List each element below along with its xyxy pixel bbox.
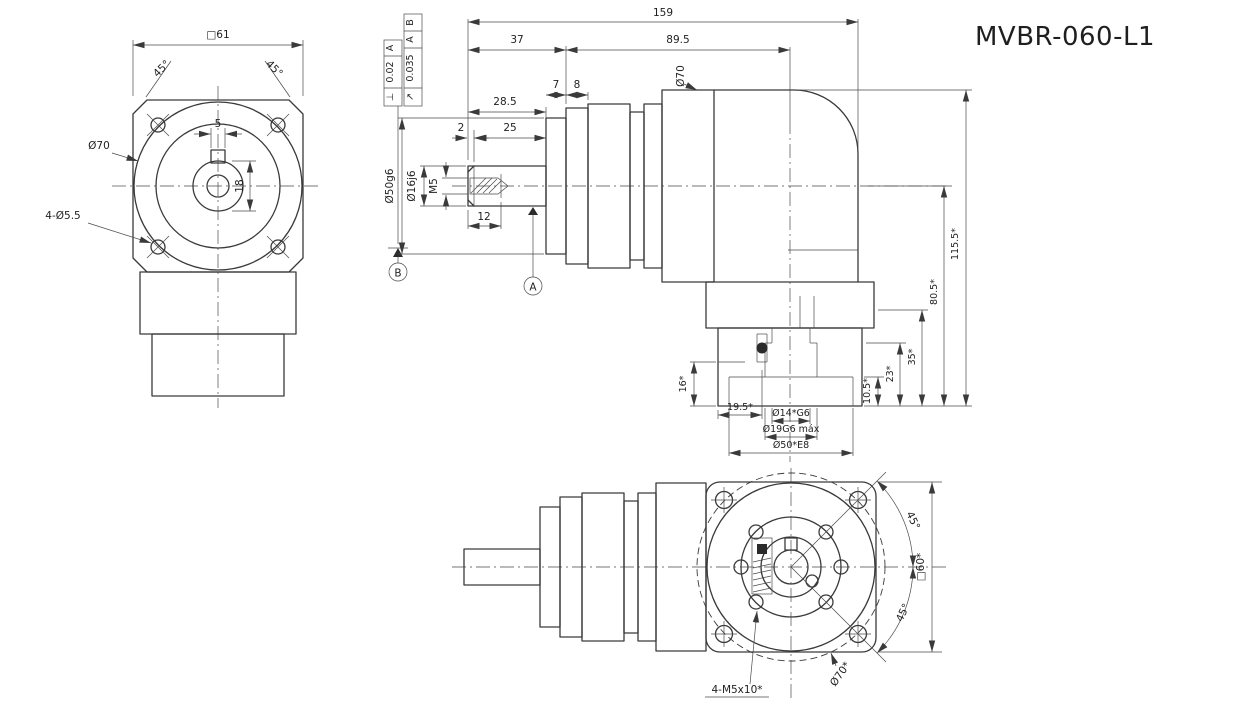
flange-corner-hole-tl: [711, 487, 737, 513]
dim-height-23: 23*: [885, 365, 896, 382]
tolerance-frame-perpendicularity: A 0.02 ⊥: [383, 39, 403, 107]
front-corner-hole-tr: [266, 113, 290, 137]
motor-hole-ne: [818, 524, 834, 540]
motor-hole-e: [833, 559, 849, 575]
carrier-circle: [740, 516, 842, 618]
output-flange-face: [705, 481, 877, 653]
dim-bore-50: Ø50*E8: [773, 440, 809, 451]
tolerance2-value: 0.035: [405, 54, 416, 81]
motor-hole-nw: [748, 524, 764, 540]
front-keyway: [210, 149, 226, 164]
dim-front-flange-dia: Ø70: [88, 140, 110, 152]
dim-center-length: 89.5: [666, 34, 689, 46]
datum-b: B: [388, 248, 408, 282]
front-pilot-circle: [155, 123, 281, 249]
dim-front-key-width: 5: [215, 118, 222, 130]
dim-front-chamfer-right: 45°: [263, 58, 285, 80]
dim-front-corner-holes: 4-Ø5.5: [45, 210, 80, 222]
housing-body70: [661, 89, 715, 283]
dim-body-dia: Ø70: [675, 65, 687, 87]
dim-tap-m5: M5: [428, 178, 440, 194]
dim-angle-top: 45°: [903, 510, 922, 532]
tolerance-frames: A 0.02 ⊥ B A 0.035 ↗ B: [383, 13, 423, 282]
dim-step-8: 8: [574, 79, 581, 91]
tolerance2-datum1: A: [405, 36, 416, 43]
drawing-title: MVBR-060-L1: [975, 22, 1155, 52]
output-keyway: [784, 537, 798, 551]
side-view: A 159 37 89.5 Ø70 28.5 7 8 2 25 12: [384, 7, 972, 462]
dim-front-bore-height: 18: [234, 179, 246, 192]
datum-a-label: A: [529, 282, 537, 294]
dim-angle-bottom: 45°: [894, 602, 913, 624]
datum-b-label: B: [394, 268, 401, 280]
tolerance1-value: 0.02: [385, 61, 396, 82]
dim-offset-19-5: 19.5*: [727, 402, 753, 413]
dim-shaft-dia: Ø16j6: [406, 170, 418, 202]
front-corner-hole-br: [266, 235, 290, 259]
flange-corner-hole-bl: [711, 621, 737, 647]
bottom-view: 45° 45° □60* Ø70* 4-M5x10*: [452, 468, 948, 702]
motor-hole-se: [818, 594, 834, 610]
motor-hole-w: [733, 559, 749, 575]
body-circle: [706, 482, 876, 652]
dim-bore-14: Ø14*G6: [772, 408, 810, 419]
tolerance1-datum: A: [385, 44, 396, 51]
plug-section-detail: [751, 537, 773, 595]
dim-front-chamfer-left: 45°: [151, 58, 173, 80]
runout-icon: ↗: [405, 93, 416, 101]
dim-height-10-5: 10.5*: [862, 378, 873, 404]
dim-chamfer-2: 2: [458, 122, 465, 134]
dim-height-35: 35*: [907, 348, 918, 365]
dim-front-square: □61: [206, 29, 229, 41]
plug-pin: [756, 333, 768, 363]
perpendicularity-icon: ⊥: [385, 93, 396, 101]
front-corner-hole-tl: [146, 113, 170, 137]
dim-height-axis: 80.5*: [929, 279, 940, 305]
output-boss-circle: [760, 536, 822, 598]
tolerance2-datum2: B: [405, 19, 416, 26]
datum-a: A: [523, 207, 543, 296]
dim-step-7: 7: [553, 79, 560, 91]
front-bore-circle: [192, 160, 244, 212]
dim-square-60: □60*: [915, 553, 927, 582]
front-corner-hole-bl: [146, 235, 170, 259]
output-block: [717, 327, 863, 407]
dim-height-total: 115.5*: [950, 228, 961, 260]
offset-hole: [805, 574, 819, 588]
dim-height-16: 16*: [678, 375, 689, 392]
dim-thread-depth: 12: [477, 211, 490, 223]
tapped-hole-m5: [469, 174, 509, 198]
dim-overall-length: 159: [653, 7, 673, 19]
dim-front-length: 37: [510, 34, 523, 46]
dim-pilot-dia: Ø50g6: [384, 168, 396, 203]
front-body-circle: [133, 101, 303, 271]
dim-bolt-circle: Ø70*: [828, 660, 853, 689]
dim-mount-holes: 4-M5x10*: [711, 684, 762, 696]
front-shaft-circle: [206, 174, 230, 198]
motor-hole-sw: [748, 594, 764, 610]
tolerance-frame-runout: B A 0.035 ↗: [403, 13, 423, 107]
dim-shaft-length: 28.5: [493, 96, 516, 108]
front-view: □61 45° 45° Ø70 4-Ø5.5 5 18: [45, 29, 322, 408]
front-body-block-lower: [151, 333, 285, 397]
dim-thread-length: 25: [503, 122, 516, 134]
dim-bore-19: Ø19G6 máx: [763, 424, 820, 435]
elbow-housing: [713, 89, 859, 283]
